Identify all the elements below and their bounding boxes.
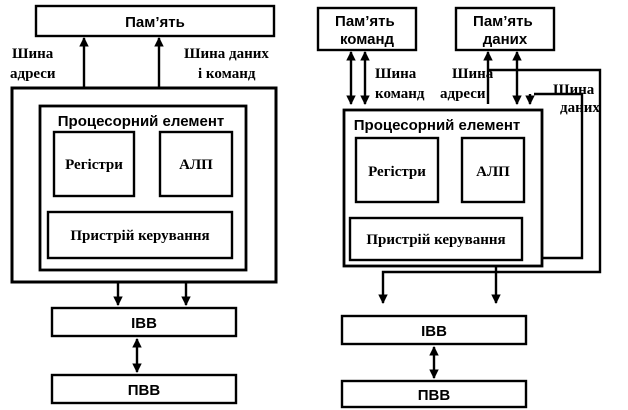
right-data-bus-label: Шина даних — [553, 82, 600, 116]
left-registers-box — [52, 130, 136, 198]
right-registers-box — [354, 136, 440, 204]
left-ibb-box — [50, 306, 238, 338]
left-processor-label: Процесорний елемент — [58, 113, 224, 130]
left-diagram: Пам’ять Шина адреси Шина даних і команд … — [10, 4, 278, 405]
left-memory-label: Пам’ять — [125, 14, 185, 31]
right-control-unit-label: Пристрій керування — [366, 232, 505, 248]
right-ibb-box — [340, 314, 528, 346]
left-alu-box — [158, 130, 234, 198]
left-registers-label: Регістри — [65, 157, 123, 173]
left-ibb-label: ІВВ — [131, 315, 157, 332]
right-diagram: Пам’ять команд Пам’ять даних Шина команд… — [316, 6, 602, 409]
right-cmd-memory-label: Пам’ять команд — [335, 13, 399, 48]
right-address-bus-label: Шина адреси — [440, 66, 497, 102]
right-alu-label: АЛП — [476, 164, 510, 180]
left-control-unit-box — [46, 210, 234, 260]
left-address-bus-label: Шина адреси — [10, 46, 57, 82]
right-alu-box — [460, 136, 526, 204]
right-pbb-box — [340, 379, 528, 409]
right-address-route — [378, 68, 602, 304]
left-memory-box — [34, 4, 276, 38]
right-cmd-memory-box — [316, 6, 418, 52]
right-registers-label: Регістри — [368, 164, 426, 180]
left-pbb-label: ПВВ — [128, 382, 161, 399]
right-processor-label: Процесорний елемент — [354, 117, 520, 134]
right-cmd-bus-label: Шина команд — [375, 66, 425, 102]
right-control-unit-box — [348, 216, 524, 262]
left-data-cmd-bus-label: Шина даних і команд — [184, 46, 273, 82]
left-alu-label: АЛП — [179, 157, 213, 173]
right-pbb-label: ПВВ — [418, 387, 451, 404]
right-data-memory-box — [454, 6, 556, 52]
right-ibb-label: ІВВ — [421, 323, 447, 340]
right-data-memory-label: Пам’ять даних — [473, 13, 537, 48]
left-control-unit-label: Пристрій керування — [70, 228, 209, 244]
left-pbb-box — [50, 373, 238, 405]
